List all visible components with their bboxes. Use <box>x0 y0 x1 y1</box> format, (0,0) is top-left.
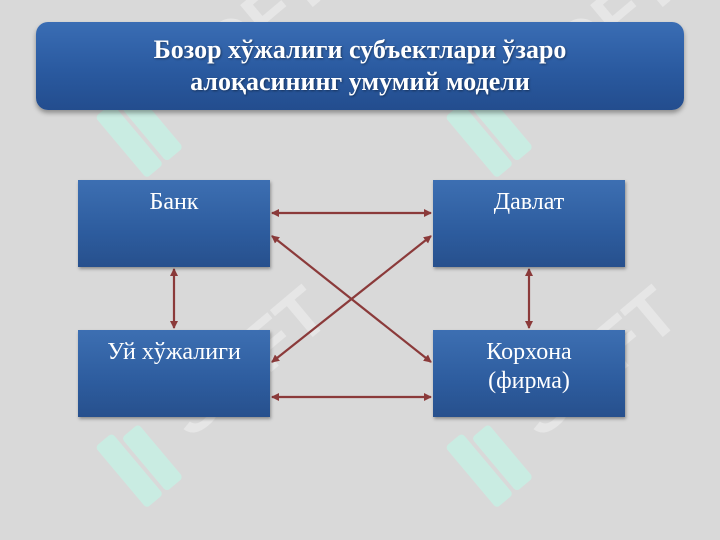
arrow-household-state <box>271 235 432 363</box>
node-firm-label-line1: Корхона <box>486 339 572 365</box>
node-household: Уй хўжалиги <box>78 330 270 417</box>
node-bank-label: Банк <box>149 189 199 215</box>
node-state: Давлат <box>433 180 625 267</box>
node-firm: Корхона (фирма) <box>433 330 625 417</box>
node-household-label: Уй хўжалиги <box>107 339 241 365</box>
title-line-1: Бозор хўжалиги субъектлари ўзаро <box>153 35 567 64</box>
node-state-label: Давлат <box>493 189 565 215</box>
title-banner: Бозор хўжалиги субъектлари ўзаро алоқаси… <box>36 22 684 110</box>
title-line-2: алоқасининг умумий модели <box>190 67 530 96</box>
node-bank: Банк <box>78 180 270 267</box>
diagram-title: Бозор хўжалиги субъектлари ўзаро алоқаси… <box>120 34 600 98</box>
node-firm-label-line2: (фирма) <box>488 368 570 394</box>
